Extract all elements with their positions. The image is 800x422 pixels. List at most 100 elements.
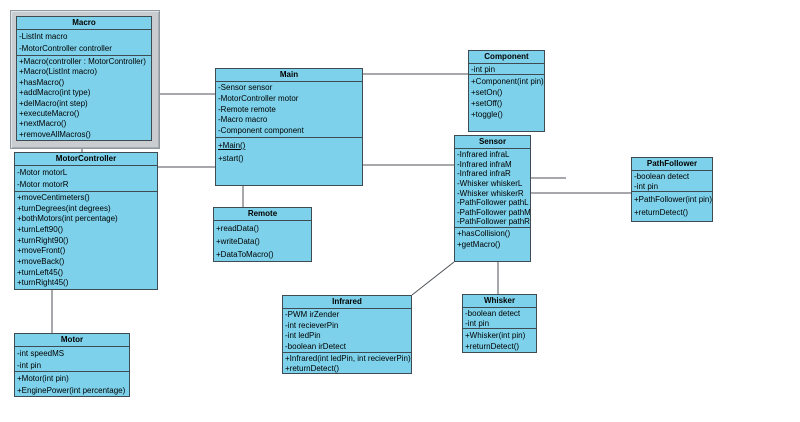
class-methods: +moveCentimeters()+turnDegrees(int degre… bbox=[15, 192, 157, 290]
method-row: +Infrared(int ledPin, int recieverPin) bbox=[285, 354, 411, 363]
class-attributes: -int pin bbox=[469, 64, 544, 75]
method-row: +addMacro(int type) bbox=[19, 88, 91, 98]
method-row: +writeData() bbox=[216, 237, 260, 246]
method-row: +DataToMacro() bbox=[216, 250, 274, 259]
method-row: +start() bbox=[218, 154, 244, 163]
method-row: +moveBack() bbox=[17, 257, 65, 267]
class-attributes: -Infrared infraL-Infrared infraM-Infrare… bbox=[455, 149, 530, 228]
class-methods: +Main() +start() bbox=[216, 138, 362, 186]
method-row: +bothMotors(int percentage) bbox=[17, 214, 118, 224]
method-row: +returnDetect() bbox=[285, 363, 340, 373]
class-title-motor: Motor bbox=[15, 334, 129, 347]
attribute-row: -PathFollower pathR bbox=[457, 217, 530, 227]
class-node-macro[interactable]: Macro -ListInt macro -MotorController con… bbox=[16, 16, 152, 141]
class-attributes: -int speedMS -int pin bbox=[15, 347, 129, 372]
method-row: +getMacro() bbox=[457, 239, 501, 249]
class-title-macro: Macro bbox=[17, 17, 151, 30]
connector-sensor-infrared[interactable] bbox=[411, 261, 455, 296]
method-row: +Main() bbox=[218, 141, 246, 150]
method-row: +setOff() bbox=[471, 99, 503, 108]
attribute-row: -Sensor sensor bbox=[218, 83, 273, 92]
class-node-motorcontroller[interactable]: MotorController -Motor motorL-Motor moto… bbox=[14, 152, 158, 290]
method-row: +readData() bbox=[216, 224, 259, 233]
attribute-row: -int pin bbox=[17, 360, 42, 370]
class-node-whisker[interactable]: Whisker -boolean detect-int pin +Whisker… bbox=[462, 294, 537, 353]
attribute-row: -PWM irZender bbox=[285, 310, 340, 319]
class-methods: +PathFollower(int pin) +returnDetect() bbox=[632, 192, 712, 222]
class-methods: +Component(int pin) +setOn() +setOff() +tog… bbox=[469, 75, 544, 132]
attribute-row: -PathFollower pathM bbox=[457, 207, 530, 217]
attribute-row: -PathFollower pathL bbox=[457, 198, 529, 208]
method-row: +EnginePower(int percentage) bbox=[17, 385, 126, 395]
method-row: +Macro(ListInt macro) bbox=[19, 67, 98, 77]
class-node-remote[interactable]: Remote +readData() +writeData() +DataToMac… bbox=[213, 207, 312, 262]
method-row: +delMacro(int step) bbox=[19, 98, 88, 108]
attribute-row: -int recieverPin bbox=[285, 320, 339, 330]
method-row: +turnLeft45() bbox=[17, 267, 64, 277]
attribute-row: -int pin bbox=[465, 318, 490, 328]
method-row: +turnDegrees(int degrees) bbox=[17, 203, 111, 213]
class-methods: +Infrared(int ledPin, int recieverPin)+r… bbox=[283, 353, 411, 374]
class-title-pathfollower: PathFollower bbox=[632, 158, 712, 171]
class-methods: +readData() +writeData() +DataToMacro() bbox=[214, 221, 311, 263]
method-row: +Component(int pin) bbox=[471, 77, 544, 86]
attribute-row: -Macro macro bbox=[218, 115, 268, 125]
class-methods: +Macro(controller : MotorController)+Mac… bbox=[17, 56, 151, 141]
method-row: +nextMacro() bbox=[19, 119, 67, 129]
class-attributes: -ListInt macro -MotorController controlle… bbox=[17, 30, 151, 56]
attribute-row: -int speedMS bbox=[17, 349, 65, 358]
class-title-remote: Remote bbox=[214, 208, 311, 221]
attribute-row: -Infrared infraM bbox=[457, 159, 512, 169]
method-row: +moveCentimeters() bbox=[17, 193, 90, 202]
class-title-whisker: Whisker bbox=[463, 295, 536, 308]
method-row: +PathFollower(int pin) bbox=[634, 195, 712, 204]
class-title-component: Component bbox=[469, 51, 544, 64]
class-title-motorcontroller: MotorController bbox=[15, 153, 157, 166]
attribute-row: -MotorController controller bbox=[19, 44, 112, 53]
method-row: +turnLeft90() bbox=[17, 225, 64, 235]
method-row: +executeMacro() bbox=[19, 108, 80, 118]
attribute-row: -Motor motorL bbox=[17, 168, 68, 177]
attribute-row: -ListInt macro bbox=[19, 32, 68, 41]
class-node-sensor[interactable]: Sensor -Infrared infraL-Infrared infraM-… bbox=[454, 135, 531, 262]
method-row: +returnDetect() bbox=[465, 342, 520, 351]
attribute-row: -int pin bbox=[634, 181, 659, 191]
method-row: +moveFront() bbox=[17, 246, 66, 256]
class-title-main: Main bbox=[216, 69, 362, 82]
attribute-row: -Whisker whiskerL bbox=[457, 178, 523, 188]
attribute-row: -Motor motorR bbox=[17, 180, 69, 189]
method-row: +Whisker(int pin) bbox=[465, 331, 526, 340]
attribute-row: -Infrared infraL bbox=[457, 150, 510, 159]
attribute-row: -boolean irDetect bbox=[285, 341, 346, 351]
method-row: +turnRight45() bbox=[17, 278, 69, 288]
class-attributes: -Motor motorL -Motor motorR bbox=[15, 166, 157, 192]
method-row: +Motor(int pin) bbox=[17, 374, 69, 383]
attribute-row: -Component component bbox=[218, 126, 304, 136]
class-node-pathfollower[interactable]: PathFollower -boolean detect-int pin +Pa… bbox=[631, 157, 713, 222]
method-row: +Macro(controller : MotorController) bbox=[19, 57, 146, 66]
method-row: +hasMacro() bbox=[19, 77, 65, 87]
class-methods: +hasCollision()+getMacro() bbox=[455, 228, 530, 262]
attribute-row: -MotorController motor bbox=[218, 93, 299, 103]
attribute-row: -Remote remote bbox=[218, 104, 276, 114]
attribute-row: -boolean detect bbox=[634, 172, 690, 181]
class-title-infrared: Infrared bbox=[283, 296, 411, 309]
method-row: +setOn() bbox=[471, 88, 503, 97]
method-row: +hasCollision() bbox=[457, 229, 511, 238]
class-attributes: -Sensor sensor-MotorController motor-Rem… bbox=[216, 82, 362, 138]
attribute-row: -int pin bbox=[471, 65, 496, 74]
attribute-row: -boolean detect bbox=[465, 309, 521, 318]
method-row: +returnDetect() bbox=[634, 208, 689, 217]
class-node-component[interactable]: Component -int pin +Component(int pin) +s… bbox=[468, 50, 545, 132]
class-attributes: -boolean detect-int pin bbox=[632, 171, 712, 192]
class-attributes: -boolean detect-int pin bbox=[463, 308, 536, 329]
attribute-row: -Whisker whiskerR bbox=[457, 188, 524, 198]
method-row: +removeAllMacros() bbox=[19, 129, 91, 139]
class-attributes: -PWM irZender-int recieverPin-int ledPin… bbox=[283, 309, 411, 353]
class-title-sensor: Sensor bbox=[455, 136, 530, 149]
class-node-infrared[interactable]: Infrared -PWM irZender-int recieverPin-i… bbox=[282, 295, 412, 374]
method-row: +toggle() bbox=[471, 110, 503, 119]
class-node-motor[interactable]: Motor -int speedMS -int pin +Motor(int pi… bbox=[14, 333, 130, 397]
class-node-main[interactable]: Main -Sensor sensor-MotorController moto… bbox=[215, 68, 363, 186]
